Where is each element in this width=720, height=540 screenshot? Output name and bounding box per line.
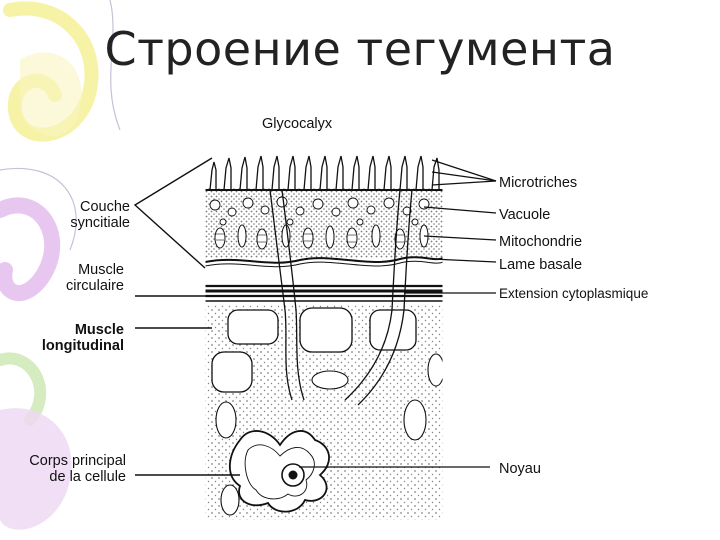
label-lame-basale: Lame basale xyxy=(499,257,583,273)
microtriches xyxy=(205,155,443,191)
leaders-microtriches xyxy=(431,159,497,186)
label-vacuole: Vacuole xyxy=(499,207,551,223)
label-extension-cytoplasmique: Extension cytoplasmique xyxy=(499,286,649,301)
label-muscle-circulaire: Muscle circulaire xyxy=(30,262,124,294)
label-couche-syncitiale-line1: Couche xyxy=(80,199,130,215)
label-microtriches: Microtriches xyxy=(499,175,578,191)
leader-lame-basale xyxy=(431,258,497,263)
cytoplasmic-extensions xyxy=(269,189,413,406)
leader-vacuole xyxy=(423,206,497,214)
nucleolus xyxy=(288,470,298,480)
mitochondria-cristae xyxy=(216,233,404,243)
bracket-couche-syncitiale xyxy=(133,157,213,269)
vacuoles xyxy=(209,196,430,226)
label-muscle-longitudinal-line1: Muscle xyxy=(74,322,124,338)
label-noyau: Noyau xyxy=(499,461,541,477)
label-muscle-circulaire-line2: circulaire xyxy=(65,278,124,294)
label-couche-syncitiale: Couche syncitiale xyxy=(30,199,130,231)
label-muscle-longitudinal: Muscle longitudinal xyxy=(10,322,124,354)
decor-thin-line xyxy=(109,0,121,131)
label-muscle-circulaire-line1: Muscle xyxy=(78,262,124,278)
cell-body xyxy=(228,430,330,513)
decor-violet-blob xyxy=(0,408,72,530)
leader-mitochondrie xyxy=(423,235,497,241)
longitudinal-muscle xyxy=(211,307,417,393)
label-couche-syncitiale-line2: syncitiale xyxy=(70,215,130,231)
label-corps-principal: Corps principal de la cellule xyxy=(0,453,126,485)
label-corps-principal-line1: Corps principal xyxy=(29,453,126,469)
label-muscle-longitudinal-line2: longitudinal xyxy=(41,338,124,354)
label-glycocalyx: Glycocalyx xyxy=(262,116,333,132)
decor-thin-line xyxy=(0,167,77,251)
decor-yellow-blob xyxy=(20,52,82,137)
decor-violet-swirl xyxy=(0,197,61,301)
mitochondria xyxy=(214,224,429,250)
label-corps-principal-line2: de la cellule xyxy=(49,469,126,485)
decor-green-swirl xyxy=(0,352,47,426)
basal-lamina xyxy=(205,256,443,264)
basal-lamina-inner xyxy=(205,260,443,268)
slide-title: Строение тегумента xyxy=(104,22,616,76)
circular-muscle xyxy=(205,284,443,302)
cell-body-inner xyxy=(244,444,315,500)
label-mitochondrie: Mitochondrie xyxy=(499,234,583,250)
parenchyma-cells xyxy=(215,353,443,516)
